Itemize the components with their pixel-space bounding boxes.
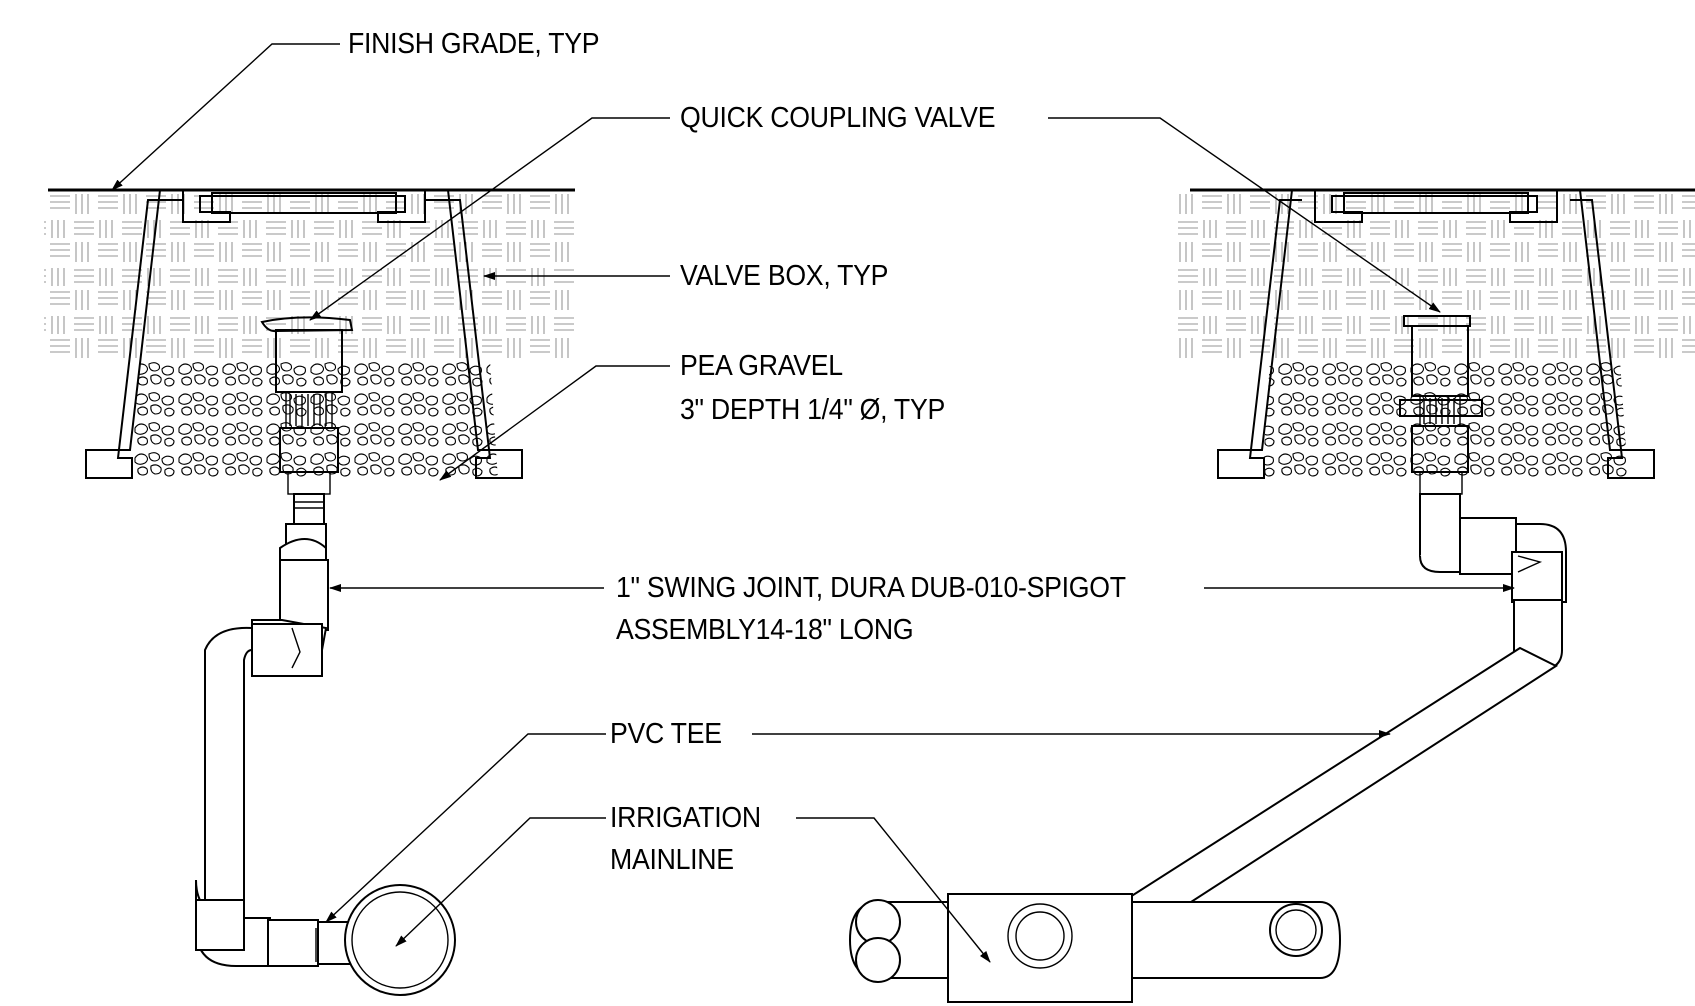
right-pea-gravel [1262,360,1628,480]
label-pea-gravel-line2: 3" DEPTH 1/4" Ø, TYP [680,394,946,426]
right-soil-hatch [1176,190,1695,360]
leader-quick-coupling-left [309,117,670,321]
left-valve-assembly [44,188,575,996]
label-swing-joint-line1: 1" SWING JOINT, DURA DUB-010-SPIGOT [616,572,1126,604]
left-soil-hatch [44,190,574,360]
leader-quick-coupling-right [1048,117,1441,313]
label-irrigation-line2: MAINLINE [610,844,734,876]
label-finish-grade: FINISH GRADE, TYP [348,28,600,60]
label-pvc-tee: PVC TEE [610,718,722,750]
left-swing-joint [195,493,353,967]
right-valve-assembly [848,188,1695,1003]
left-valve-box [85,189,448,479]
leader-finish-grade [111,43,340,191]
leader-pea-gravel [439,365,670,481]
right-valve-box [1217,189,1580,479]
right-quick-coupling-valve [1399,315,1483,495]
label-valve-box: VALVE BOX, TYP [680,260,889,292]
label-irrigation-line1: IRRIGATION [610,802,761,834]
right-swing-joint [1046,493,1567,972]
label-quick-coupling-valve: QUICK COUPLING VALVE [680,102,996,134]
label-swing-joint-line2: ASSEMBLY14-18" LONG [616,614,914,646]
label-pea-gravel-line1: PEA GRAVEL [680,350,843,382]
leader-mainline-left [395,817,606,947]
leader-mainline-right [796,817,991,963]
leader-lines [111,43,1515,963]
left-mainline-section [344,884,456,996]
right-mainline-and-tee [848,893,1342,1003]
left-quick-coupling-valve [260,316,354,495]
leader-pvc-tee-left [325,733,606,923]
